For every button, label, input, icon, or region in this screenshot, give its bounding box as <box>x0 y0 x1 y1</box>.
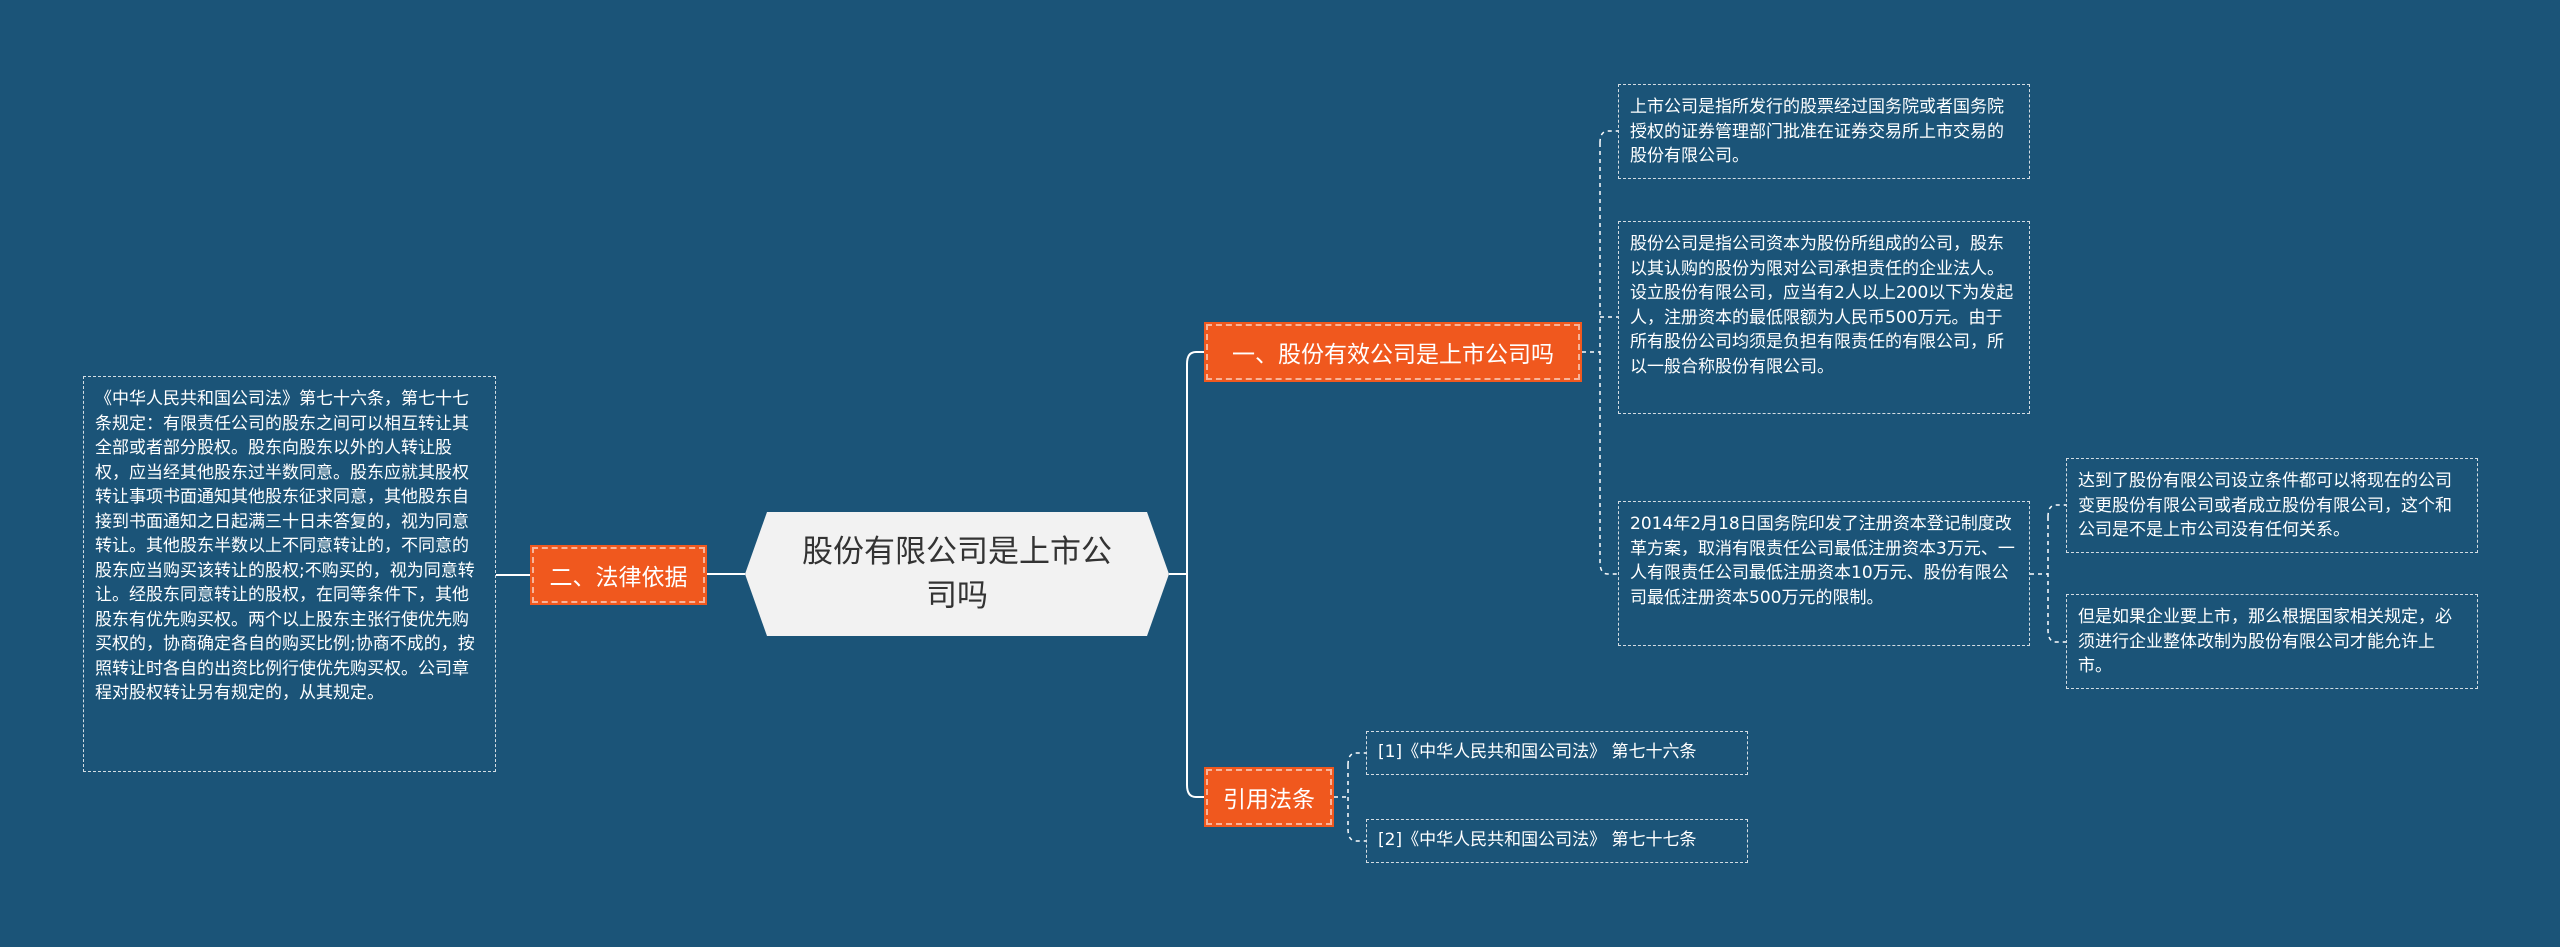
leaf-conditions-met[interactable]: 达到了股份有限公司设立条件都可以将现在的公司变更股份有限公司或者成立股份有限公司… <box>2066 458 2478 553</box>
leaf-listing-requirement-text: 但是如果企业要上市，那么根据国家相关规定，必须进行企业整体改制为股份有限公司才能… <box>2078 607 2452 676</box>
root-topic-label: 股份有限公司是上市公司吗 <box>802 534 1112 614</box>
connector-c-trunk <box>2047 504 2066 643</box>
leaf-citation-article-76[interactable]: [1]《中华人民共和国公司法》 第七十六条 <box>1366 731 1748 775</box>
leaf-conditions-met-text: 达到了股份有限公司设立条件都可以将现在的公司变更股份有限公司或者成立股份有限公司… <box>2078 471 2452 540</box>
leaf-listed-company-definition-text: 上市公司是指所发行的股票经过国务院或者国务院授权的证券管理部门批准在证券交易所上… <box>1630 97 2004 166</box>
branch-is-listed-company-label: 一、股份有效公司是上市公司吗 <box>1232 342 1554 368</box>
leaf-joint-stock-definition[interactable]: 股份公司是指公司资本为股份所组成的公司，股东以其认购的股份为限对公司承担责任的企… <box>1618 221 2030 414</box>
leaf-citation-article-76-text: [1]《中华人民共和国公司法》 第七十六条 <box>1378 742 1697 762</box>
branch-legal-basis-label: 二、法律依据 <box>549 565 688 591</box>
branch-cited-articles[interactable]: 引用法条 <box>1204 767 1334 827</box>
leaf-legal-basis-text[interactable]: 《中华人民共和国公司法》第七十六条，第七十七条规定：有限责任公司的股东之间可以相… <box>83 376 496 772</box>
root-topic[interactable]: 股份有限公司是上市公司吗 <box>745 512 1169 636</box>
leaf-listed-company-definition[interactable]: 上市公司是指所发行的股票经过国务院或者国务院授权的证券管理部门批准在证券交易所上… <box>1618 84 2030 179</box>
leaf-2014-reform[interactable]: 2014年2月18日国务院印发了注册资本登记制度改革方案，取消有限责任公司最低注… <box>1618 501 2030 646</box>
connector-right-trunk <box>1186 351 1204 798</box>
leaf-citation-article-77[interactable]: [2]《中华人民共和国公司法》 第七十七条 <box>1366 819 1748 863</box>
leaf-legal-basis-content: 《中华人民共和国公司法》第七十六条，第七十七条规定：有限责任公司的股东之间可以相… <box>95 389 475 703</box>
leaf-2014-reform-text: 2014年2月18日国务院印发了注册资本登记制度改革方案，取消有限责任公司最低注… <box>1630 514 2015 608</box>
leaf-listing-requirement[interactable]: 但是如果企业要上市，那么根据国家相关规定，必须进行企业整体改制为股份有限公司才能… <box>2066 594 2478 689</box>
branch-legal-basis[interactable]: 二、法律依据 <box>530 545 707 605</box>
connector-b1-trunk <box>1599 130 1618 575</box>
leaf-citation-article-77-text: [2]《中华人民共和国公司法》 第七十七条 <box>1378 830 1697 850</box>
branch-cited-articles-label: 引用法条 <box>1223 787 1315 813</box>
connector-b3-trunk <box>1347 752 1366 842</box>
leaf-joint-stock-definition-text: 股份公司是指公司资本为股份所组成的公司，股东以其认购的股份为限对公司承担责任的企… <box>1630 234 2014 377</box>
branch-is-listed-company[interactable]: 一、股份有效公司是上市公司吗 <box>1204 322 1582 382</box>
